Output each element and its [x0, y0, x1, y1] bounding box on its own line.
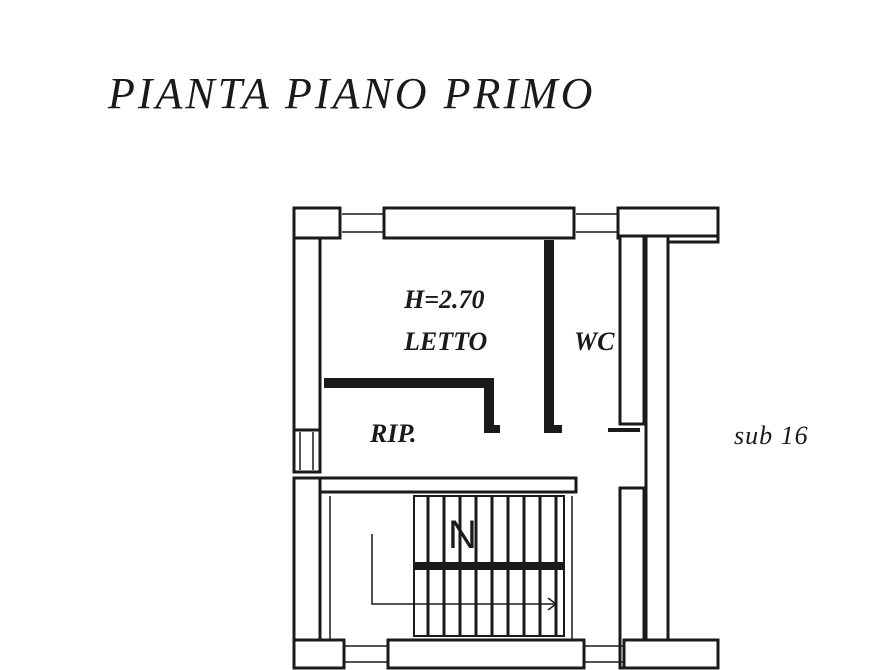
north-arrow-icon: N — [448, 513, 477, 557]
room-label-sub16: sub 16 — [734, 421, 809, 450]
staircase — [329, 495, 573, 664]
bottom-wall — [292, 638, 720, 670]
room-label-letto: LETTO — [403, 327, 488, 356]
room-label-rip: RIP. — [369, 419, 417, 448]
room-label-wc: WC — [574, 327, 615, 356]
wc-partition-wall — [544, 240, 562, 433]
room-height-label: H=2.70 — [403, 285, 485, 314]
stair-top-wall — [318, 476, 578, 494]
right-partition-wall — [608, 234, 720, 670]
top-wall — [292, 206, 720, 240]
plan-title: PIANTA PIANO PRIMO — [107, 69, 595, 118]
left-wall — [292, 206, 322, 670]
storage-partition-wall — [324, 378, 500, 433]
